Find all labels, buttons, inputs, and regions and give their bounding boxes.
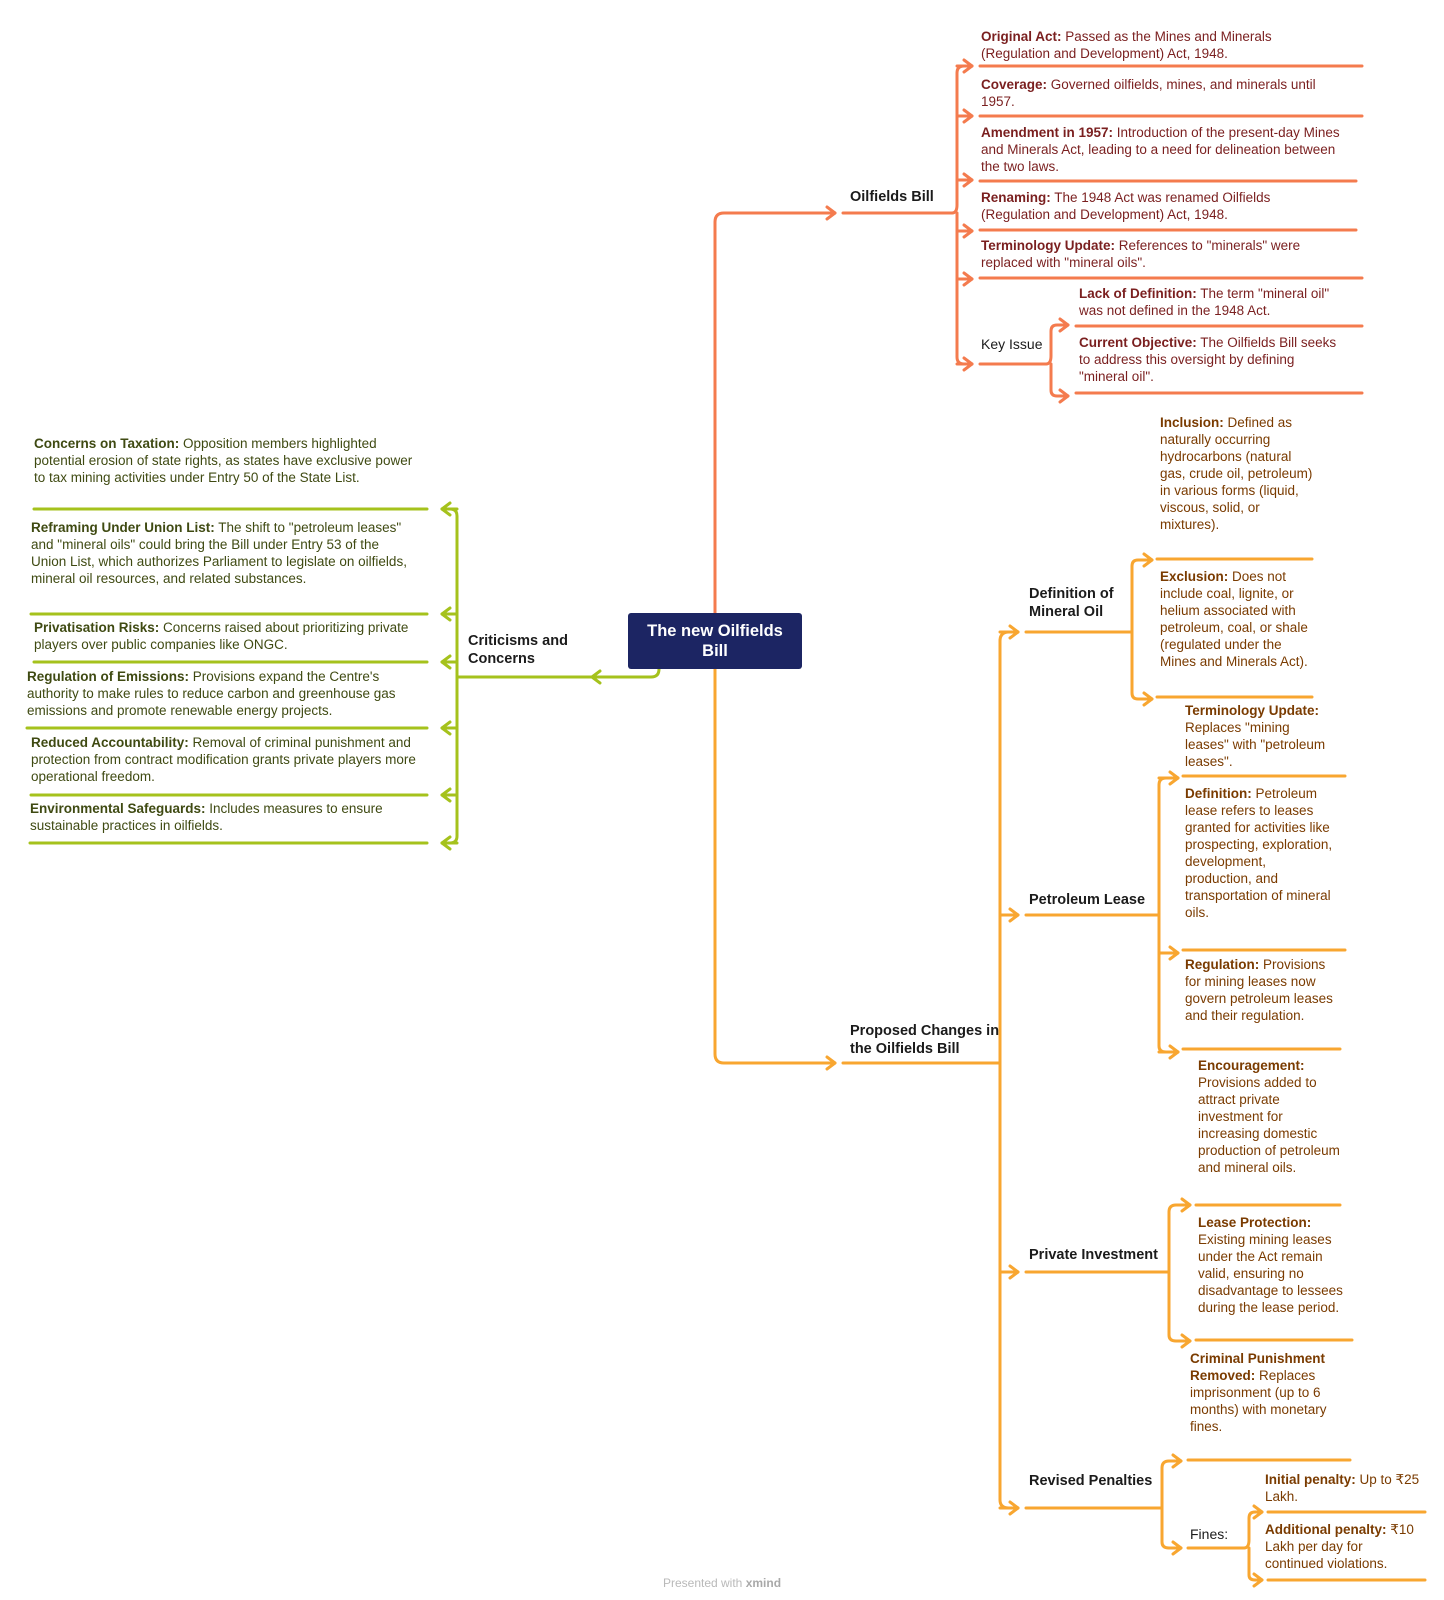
branch-spine bbox=[998, 1061, 1020, 1510]
criticism-item[interactable]: Environmental Safeguards: Includes measu… bbox=[30, 801, 383, 833]
oilfields-item[interactable]: Amendment in 1957: Introduction of the p… bbox=[981, 125, 1340, 174]
arrow-head bbox=[962, 223, 974, 239]
arrow-head bbox=[962, 58, 974, 74]
arrow-head bbox=[440, 787, 452, 803]
topic-revised-penalties[interactable]: Revised Penalties bbox=[1029, 1473, 1153, 1489]
footer-credit: Presented with xmind bbox=[662, 1576, 782, 1590]
branch-spine bbox=[1160, 1506, 1183, 1550]
branch-spine bbox=[1157, 913, 1180, 1054]
arrow-head bbox=[1180, 1333, 1192, 1349]
arrow-head bbox=[962, 108, 974, 124]
definition-item[interactable]: Exclusion: Does not include coal, lignit… bbox=[1160, 569, 1308, 669]
arrow-head bbox=[1058, 317, 1070, 333]
arrow-head bbox=[440, 606, 452, 622]
criticism-item[interactable]: Concerns on Taxation: Opposition members… bbox=[34, 436, 413, 485]
connector-central-proposed bbox=[713, 667, 837, 1065]
definition-item[interactable]: Inclusion: Defined as naturally occurrin… bbox=[1160, 415, 1313, 532]
topic-oilfields-bill[interactable]: Oilfields Bill bbox=[850, 189, 934, 205]
arrow-head bbox=[1168, 1044, 1180, 1060]
arrow-head bbox=[1008, 1264, 1020, 1280]
oilfields-item[interactable]: Renaming: The 1948 Act was renamed Oilfi… bbox=[981, 190, 1271, 222]
revised-penalties-item[interactable]: Criminal Punishment Removed: Replaces im… bbox=[1190, 1351, 1327, 1434]
fines-item[interactable]: Initial penalty: Up to ₹25 Lakh. bbox=[1265, 1472, 1420, 1504]
connector-central-oilfields bbox=[713, 211, 837, 615]
arrow-head bbox=[1252, 1572, 1264, 1588]
criticism-item[interactable]: Reduced Accountability: Removal of crimi… bbox=[31, 735, 416, 784]
arrow-head bbox=[1142, 691, 1154, 707]
branch-spine bbox=[1049, 362, 1070, 398]
branch-spine bbox=[440, 507, 459, 679]
arrow-head bbox=[1008, 907, 1020, 923]
arrow-head bbox=[1180, 1197, 1192, 1213]
arrow-head bbox=[825, 1055, 837, 1071]
arrow-head bbox=[1008, 624, 1020, 640]
arrow-head bbox=[962, 271, 974, 287]
arrow-head bbox=[825, 205, 837, 221]
arrow-head bbox=[962, 356, 974, 372]
arrow-head bbox=[1058, 388, 1070, 404]
petroleum-lease-item[interactable]: Terminology Update: Replaces "mining lea… bbox=[1185, 703, 1326, 769]
arrow-head bbox=[440, 501, 452, 517]
branch-spine bbox=[1044, 323, 1070, 366]
branch-spine bbox=[1247, 1546, 1264, 1582]
topic-criticisms-and-concerns[interactable]: Criticisms and Concerns bbox=[468, 633, 568, 667]
topic-petroleum-lease[interactable]: Petroleum Lease bbox=[1029, 892, 1146, 908]
petroleum-lease-item[interactable]: Definition: Petroleum lease refers to le… bbox=[1185, 786, 1333, 920]
arrow-head bbox=[1168, 770, 1180, 786]
oilfields-item[interactable]: Original Act: Passed as the Mines and Mi… bbox=[981, 29, 1272, 61]
key-issue-item[interactable]: Lack of Definition: The term "mineral oi… bbox=[1079, 286, 1330, 318]
key-issue-item[interactable]: Current Objective: The Oilfields Bill se… bbox=[1079, 335, 1337, 384]
branch-spine bbox=[950, 64, 974, 215]
arrow-head bbox=[1142, 552, 1154, 568]
arrow-head bbox=[1171, 1453, 1183, 1469]
criticism-item[interactable]: Regulation of Emissions: Provisions expa… bbox=[27, 669, 396, 718]
arrow-head bbox=[440, 835, 452, 851]
topic-definition-of-mineral-oil[interactable]: Definition of Mineral Oil bbox=[1029, 586, 1114, 620]
criticism-item[interactable]: Reframing Under Union List: The shift to… bbox=[31, 520, 407, 586]
private-investment-item[interactable]: Encouragement: Provisions added to attra… bbox=[1198, 1058, 1340, 1175]
branch-spine bbox=[1130, 558, 1154, 634]
petroleum-lease-item[interactable]: Regulation: Provisions for mining leases… bbox=[1185, 957, 1333, 1023]
central-topic-label: The new Oilfields Bill bbox=[647, 622, 783, 660]
arrow-head bbox=[1168, 945, 1180, 961]
arrow-head bbox=[440, 654, 452, 670]
arrow-head bbox=[440, 720, 452, 736]
private-investment-item[interactable]: Lease Protection: Existing mining leases… bbox=[1198, 1215, 1343, 1315]
oilfields-item[interactable]: Terminology Update: References to "miner… bbox=[981, 238, 1301, 270]
criticism-item[interactable]: Privatisation Risks: Concerns raised abo… bbox=[34, 620, 409, 652]
oilfields-item[interactable]: Coverage: Governed oilfields, mines, and… bbox=[981, 77, 1316, 109]
branch-spine bbox=[1160, 1459, 1183, 1510]
branch-spine bbox=[1167, 1203, 1192, 1274]
branch-spine bbox=[440, 675, 459, 845]
central-topic[interactable]: The new Oilfields Bill bbox=[628, 613, 802, 669]
arrow-head bbox=[1171, 1540, 1183, 1556]
topic-private-investment[interactable]: Private Investment bbox=[1029, 1247, 1158, 1263]
arrow-head bbox=[1252, 1504, 1264, 1520]
branch-spine bbox=[1242, 1510, 1264, 1550]
connector-central-criticisms bbox=[590, 667, 661, 679]
branch-spine bbox=[1167, 1270, 1192, 1343]
topic-proposed-changes[interactable]: Proposed Changes in the Oilfields Bill bbox=[850, 1023, 1000, 1057]
fines-item[interactable]: Additional penalty: ₹10 Lakh per day for… bbox=[1265, 1522, 1414, 1571]
topic-key-issue[interactable]: Key Issue bbox=[981, 336, 1043, 352]
topic-fines[interactable]: Fines: bbox=[1190, 1526, 1229, 1542]
branch-spine bbox=[1157, 776, 1180, 917]
branch-spine bbox=[998, 630, 1020, 1065]
branch-spine bbox=[1130, 630, 1154, 701]
arrow-head bbox=[1008, 1500, 1020, 1516]
arrow-head bbox=[962, 172, 974, 188]
